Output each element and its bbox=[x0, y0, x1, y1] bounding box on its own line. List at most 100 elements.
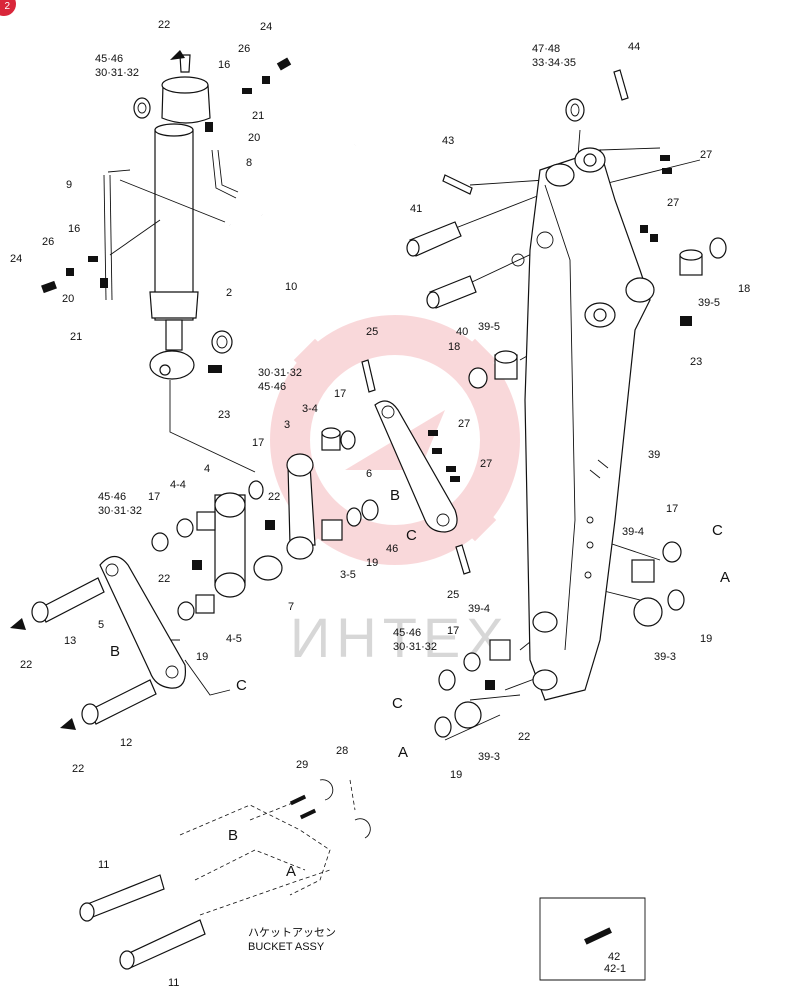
label-47-48: 47·48 bbox=[532, 43, 560, 55]
label-16: 16 bbox=[218, 59, 230, 71]
label-7: 7 bbox=[288, 601, 294, 613]
label-11: 11 bbox=[98, 859, 109, 871]
label-13: 13 bbox=[64, 635, 76, 647]
label-3-4: 3-4 bbox=[302, 403, 318, 415]
label-26: 26 bbox=[238, 43, 250, 55]
bucket-assy-jp-label: ハケットアッセン bbox=[248, 926, 336, 939]
label-4: 4 bbox=[204, 463, 210, 475]
label-10: 10 bbox=[285, 281, 297, 293]
label-C: C bbox=[406, 527, 417, 544]
label-42: 42 bbox=[608, 951, 620, 963]
label-18: 18 bbox=[738, 283, 750, 295]
label-A2: A bbox=[398, 744, 408, 761]
label-30-31-32d: 30·31·32 bbox=[393, 641, 437, 653]
label-40: 40 bbox=[456, 326, 468, 338]
label-39-4b: 39-4 bbox=[468, 603, 490, 615]
grease-fittings bbox=[10, 50, 692, 945]
hydraulic-hoses bbox=[103, 143, 371, 301]
label-27: 27 bbox=[700, 149, 712, 161]
label-33-34-35: 33·34·35 bbox=[532, 57, 576, 69]
label-C-right: C bbox=[712, 522, 723, 539]
label-44: 44 bbox=[628, 41, 640, 53]
label-18b: 18 bbox=[448, 341, 460, 353]
label-2: 2 bbox=[226, 287, 232, 299]
label-26b: 26 bbox=[42, 236, 54, 248]
inset-box bbox=[539, 897, 646, 981]
label-B: B bbox=[390, 487, 400, 504]
label-22f: 22 bbox=[518, 731, 530, 743]
label-29: 29 bbox=[296, 759, 308, 771]
label-12: 12 bbox=[120, 737, 132, 749]
label-A-right: A bbox=[720, 569, 730, 586]
label-23: 23 bbox=[218, 409, 230, 421]
label-39: 39 bbox=[648, 449, 660, 461]
label-17b: 17 bbox=[252, 437, 264, 449]
label-25: 25 bbox=[366, 326, 378, 338]
bucket-assy-label: BUCKET ASSY bbox=[248, 941, 325, 953]
label-46: 46 bbox=[386, 543, 398, 555]
label-17d: 17 bbox=[666, 503, 678, 515]
label-4-5: 4-5 bbox=[226, 633, 242, 645]
label-45-46: 45·46 bbox=[95, 53, 123, 65]
label-19: 19 bbox=[366, 557, 378, 569]
label-24b: 24 bbox=[10, 253, 22, 265]
page-badge: 2 bbox=[0, 0, 16, 16]
label-23b: 23 bbox=[690, 356, 702, 368]
label-30-31-32: 30·31·32 bbox=[95, 67, 139, 79]
label-22: 22 bbox=[158, 19, 170, 31]
label-45-46b: 45·46 bbox=[258, 381, 286, 393]
label-19c: 19 bbox=[196, 651, 208, 663]
label-16b: 16 bbox=[68, 223, 80, 235]
label-39-4: 39-4 bbox=[622, 526, 644, 538]
label-41: 41 bbox=[410, 203, 422, 215]
bushings-and-washers bbox=[133, 97, 727, 738]
label-21: 21 bbox=[252, 110, 264, 122]
label-5: 5 bbox=[98, 619, 104, 631]
label-19b: 19 bbox=[700, 633, 712, 645]
label-30-31-32c: 30·31·32 bbox=[98, 505, 142, 517]
bucket-outline bbox=[179, 779, 371, 916]
label-45-46c: 45·46 bbox=[98, 491, 126, 503]
label-19d: 19 bbox=[450, 769, 462, 781]
label-11b: 11 bbox=[168, 977, 179, 989]
bucket-cylinder bbox=[149, 54, 211, 380]
label-27b: 27 bbox=[667, 197, 679, 209]
part-labels: 22 24 26 16 21 20 8 45·46 30·31·32 9 26 … bbox=[10, 19, 750, 989]
label-25b: 25 bbox=[447, 589, 459, 601]
label-22e: 22 bbox=[72, 763, 84, 775]
label-42-1: 42-1 bbox=[604, 963, 626, 975]
label-39-5b: 39-5 bbox=[478, 321, 500, 333]
label-22b: 22 bbox=[268, 491, 280, 503]
label-8: 8 bbox=[246, 157, 252, 169]
links bbox=[99, 400, 458, 689]
arm-assembly bbox=[511, 147, 655, 701]
label-3: 3 bbox=[284, 419, 290, 431]
label-24: 24 bbox=[260, 21, 272, 33]
label-43: 43 bbox=[442, 135, 454, 147]
label-22d: 22 bbox=[20, 659, 32, 671]
label-17e: 17 bbox=[447, 625, 459, 637]
label-28: 28 bbox=[336, 745, 348, 757]
label-4-4: 4-4 bbox=[170, 479, 186, 491]
label-45-46d: 45·46 bbox=[393, 627, 421, 639]
label-17: 17 bbox=[334, 388, 346, 400]
label-B3: B bbox=[228, 827, 238, 844]
label-3-5: 3-5 bbox=[340, 569, 356, 581]
label-22c: 22 bbox=[158, 573, 170, 585]
label-20: 20 bbox=[248, 132, 260, 144]
label-B2: B bbox=[110, 643, 120, 660]
label-C3: C bbox=[392, 695, 403, 712]
label-39-5: 39-5 bbox=[698, 297, 720, 309]
label-17c: 17 bbox=[148, 491, 160, 503]
label-6: 6 bbox=[366, 468, 372, 480]
label-30-31-32b: 30·31·32 bbox=[258, 367, 302, 379]
label-A3: A bbox=[286, 863, 296, 880]
pins bbox=[31, 69, 629, 970]
label-27c: 27 bbox=[458, 418, 470, 430]
label-21b: 21 bbox=[70, 331, 82, 343]
label-39-3: 39-3 bbox=[654, 651, 676, 663]
label-9: 9 bbox=[66, 179, 72, 191]
label-27d: 27 bbox=[480, 458, 492, 470]
